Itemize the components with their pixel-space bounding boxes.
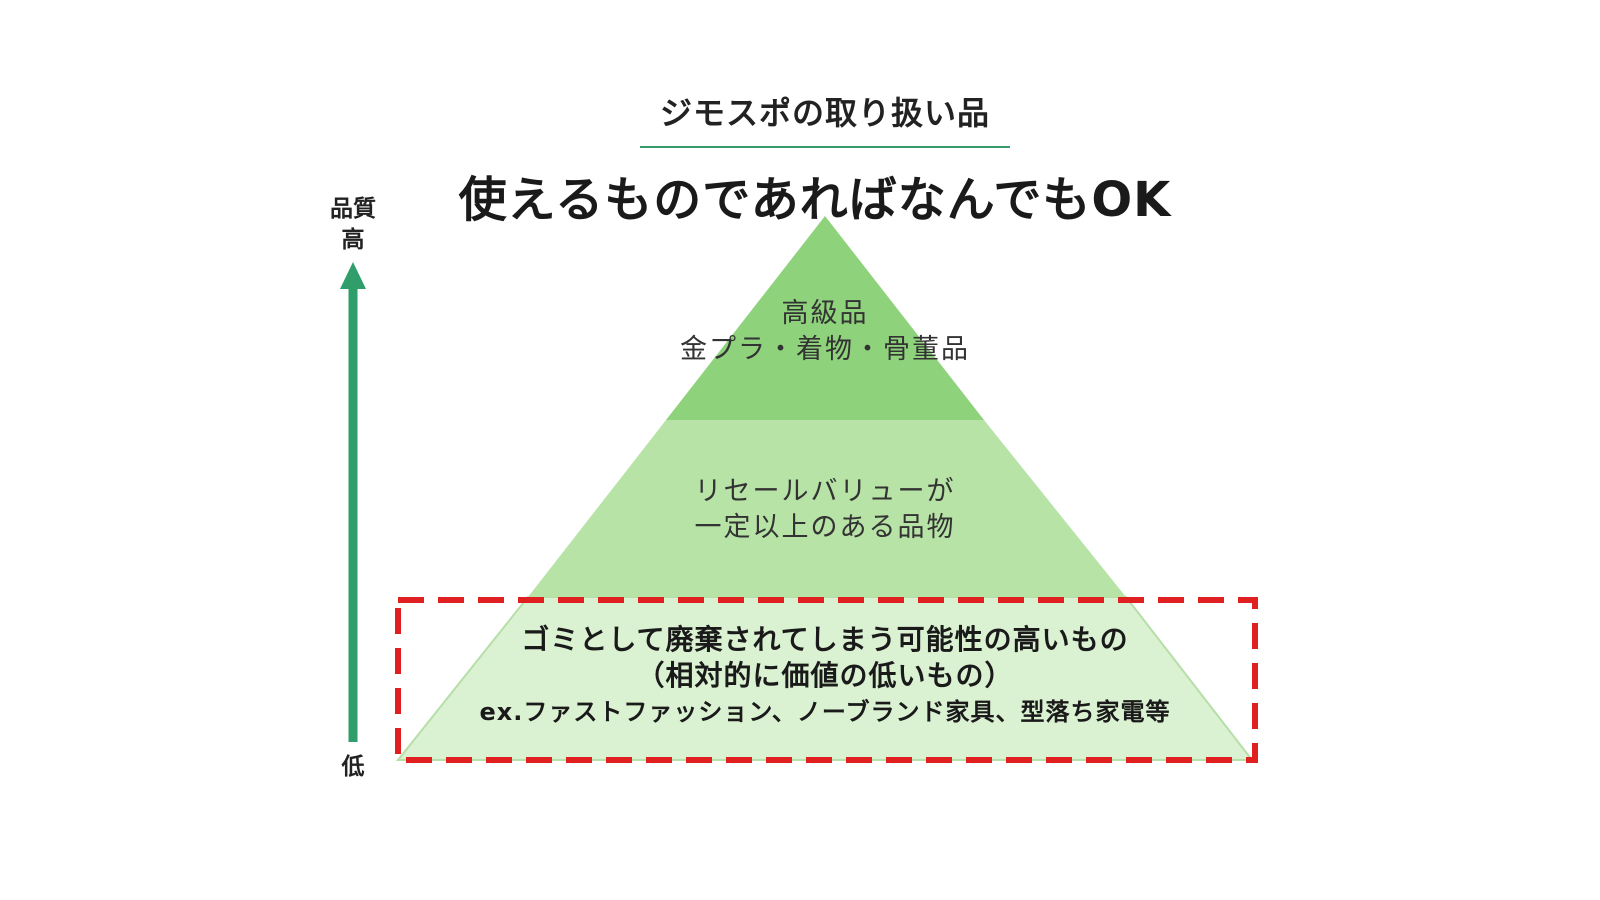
quality-arrow-head: [340, 262, 366, 289]
quality-label: 品質: [330, 196, 376, 222]
pyramid-tier-top: [666, 216, 984, 420]
tier-top-line1: 高級品: [781, 298, 869, 329]
low-label: 低: [341, 754, 365, 780]
tagline: 使えるものであればなんでもOK: [458, 172, 1172, 228]
tier-bottom-line1: ゴミとして廃棄されてしまう可能性の高いもの: [521, 623, 1129, 656]
high-label: 高: [341, 227, 365, 253]
tier-top-line2: 金プラ・着物・骨董品: [680, 334, 970, 365]
tier-middle-line1: リセールバリューが: [694, 476, 956, 507]
quality-high-label: 品質 高: [322, 194, 384, 256]
pyramid-tier-middle: [528, 420, 1126, 597]
highlight-box: [395, 597, 1258, 763]
tier-middle-line2: 一定以上のある品物: [694, 512, 956, 543]
tier-bottom-line2: （相対的に価値の低いもの）: [636, 659, 1014, 692]
heading-underline: [640, 146, 1010, 148]
tier-bottom-line3: ex.ファストファッション、ノーブランド家具、型落ち家電等: [479, 698, 1171, 726]
diagram-heading: ジモスポの取り扱い品: [659, 94, 990, 132]
tier-top-text: 高級品 金プラ・着物・骨董品: [600, 296, 1050, 368]
tier-bottom-text: ゴミとして廃棄されてしまう可能性の高いもの （相対的に価値の低いもの） ex.フ…: [420, 622, 1230, 730]
tier-middle-text: リセールバリューが 一定以上のある品物: [580, 474, 1070, 546]
